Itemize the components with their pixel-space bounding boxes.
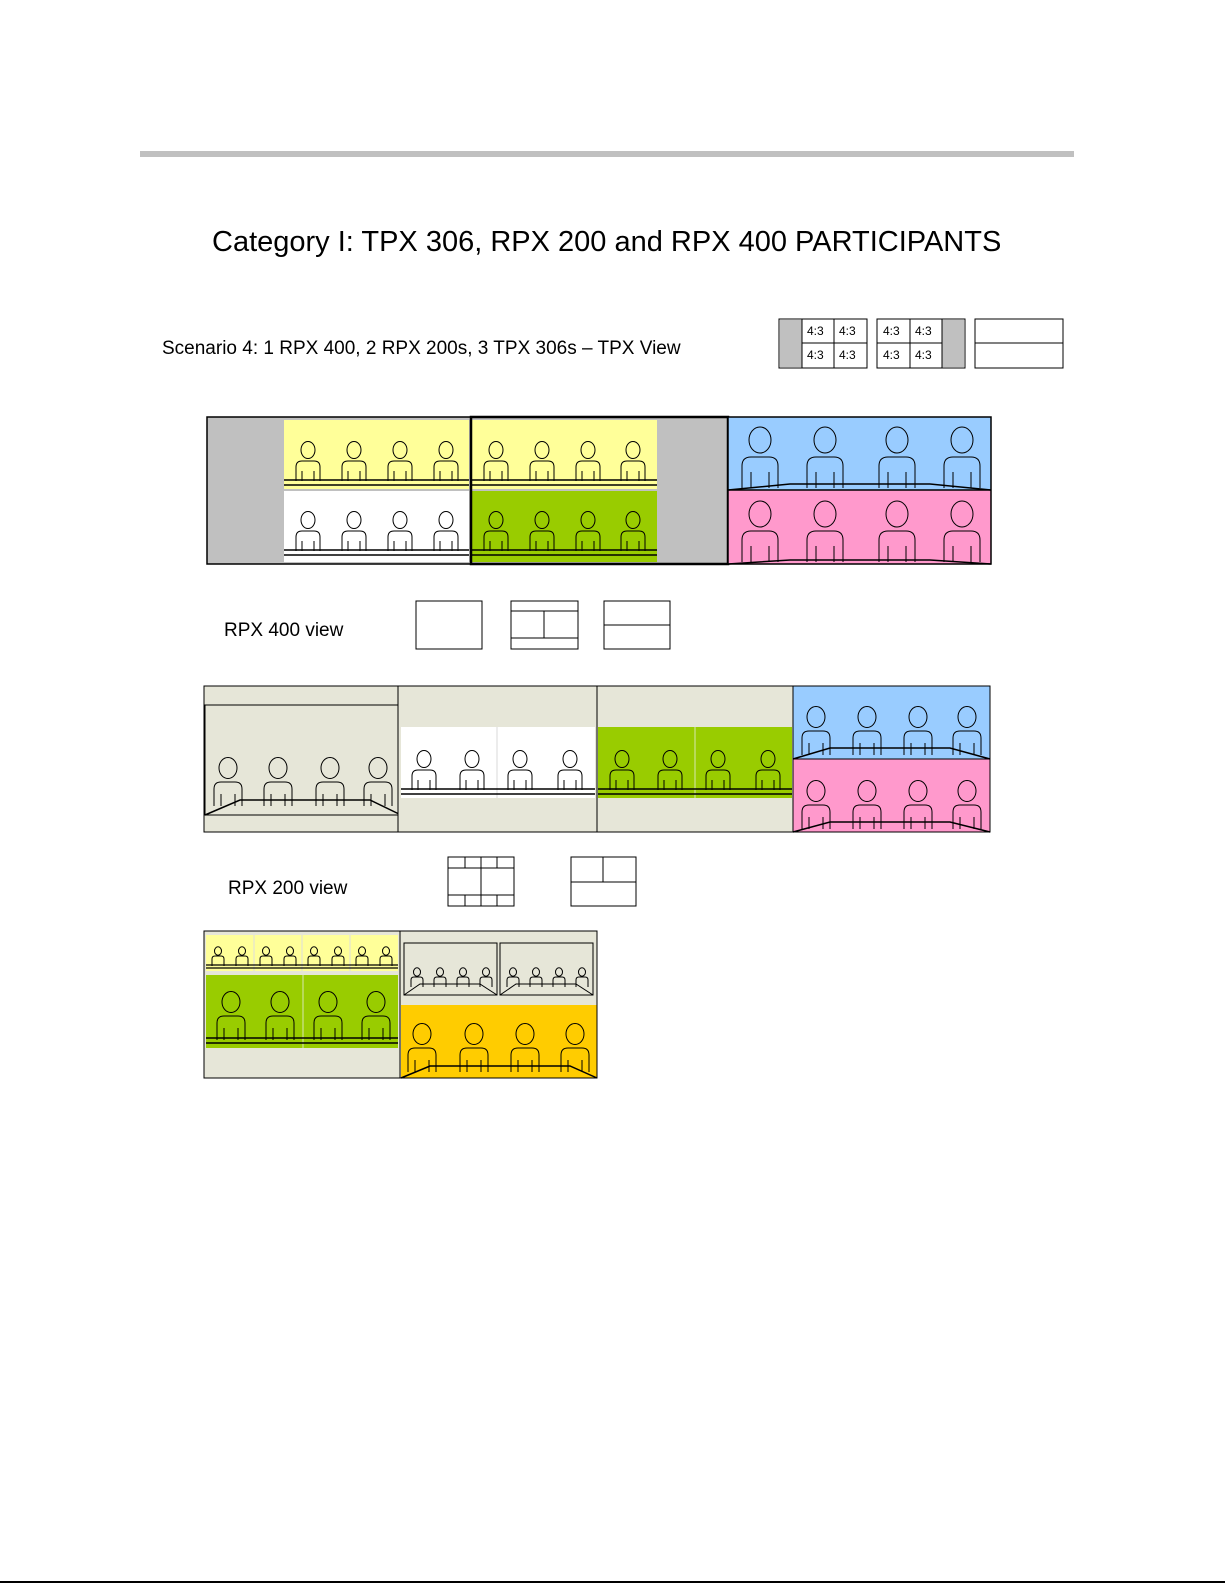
- footer-rule: [0, 1581, 1225, 1583]
- rpx400-view-screen-1: [204, 686, 401, 832]
- tpx-view-screen-middle: [471, 417, 728, 564]
- rpx400-view-screen-4: [793, 686, 990, 832]
- rpx400-icon-1: [416, 601, 482, 649]
- layout-icon-tpx-right: [975, 319, 1063, 368]
- rpx200-icon-2: [571, 857, 636, 906]
- rpx200-view-screen-1: [204, 931, 400, 1078]
- rpx400-icon-3: [604, 601, 670, 649]
- rpx400-view-screen-3: [597, 686, 793, 832]
- rpx200-icon-1: [448, 857, 514, 906]
- tpx-view-screen-left: [207, 417, 471, 564]
- rpx400-view-screen-2: [398, 686, 597, 832]
- cell-label: 4:3: [883, 324, 900, 338]
- cell-label: 4:3: [883, 348, 900, 362]
- cell-label: 4:3: [807, 348, 824, 362]
- cell-label: 4:3: [915, 348, 932, 362]
- cell-label: 4:3: [839, 348, 856, 362]
- cell-label: 4:3: [807, 324, 824, 338]
- tpx-view-screen-right: [728, 417, 991, 564]
- cell-label: 4:3: [915, 324, 932, 338]
- rpx400-icon-2: [511, 601, 578, 649]
- cell-label: 4:3: [839, 324, 856, 338]
- rpx200-view-screen-2: [400, 931, 597, 1078]
